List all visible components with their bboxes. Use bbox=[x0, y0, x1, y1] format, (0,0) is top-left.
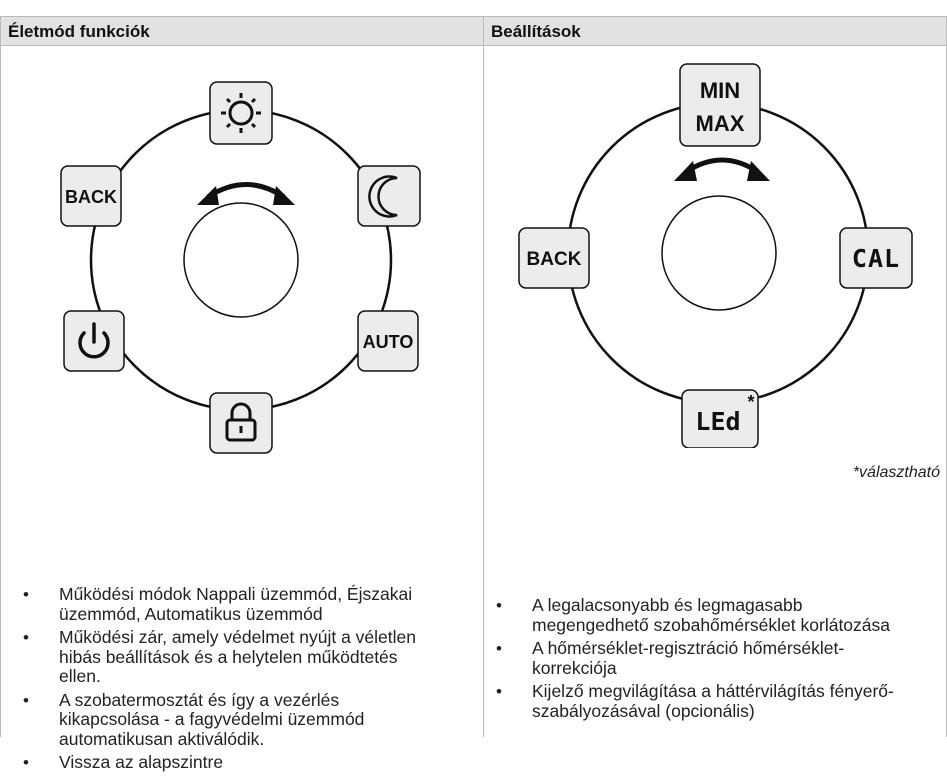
back-button[interactable]: BACK bbox=[518, 227, 590, 289]
bullet-item: A legalacsonyabb és legmagasabb megenged… bbox=[492, 595, 912, 635]
column-header-settings: Beállítások bbox=[484, 16, 946, 46]
rotate-arrows-icon bbox=[197, 182, 295, 205]
power-icon bbox=[78, 322, 110, 359]
led-optional-marker: * bbox=[747, 392, 754, 412]
bullet-item: Működési zár, amely védelmet nyújt a vél… bbox=[19, 627, 439, 687]
day-mode-button[interactable] bbox=[209, 81, 273, 145]
rotate-arrows-icon bbox=[674, 157, 770, 181]
min-max-button[interactable]: MIN MAX bbox=[679, 63, 761, 147]
sun-icon bbox=[221, 93, 261, 133]
bullet-item: A szobatermosztát és így a vezérlés kika… bbox=[19, 690, 439, 750]
settings-dial-diagram: MIN MAX BACK CAL LEd * bbox=[518, 63, 913, 448]
bullet-item: A hőmérséklet-regisztráció hőmérséklet-k… bbox=[492, 638, 912, 678]
back-label: BACK bbox=[527, 249, 582, 270]
power-button[interactable] bbox=[63, 310, 125, 372]
column-settings: Beállítások MIN MAX BACK bbox=[483, 16, 947, 737]
dial-knob bbox=[183, 202, 299, 318]
lock-icon bbox=[225, 402, 257, 442]
max-label: MAX bbox=[696, 111, 745, 136]
bullet-item: Kijelző megvilágítása a háttérvilágítás … bbox=[492, 681, 912, 721]
bullet-item: Működési módok Nappali üzemmód, Éjszakai… bbox=[19, 584, 439, 624]
moon-icon bbox=[368, 175, 398, 218]
bullet-item: Vissza az alapszintre bbox=[19, 752, 439, 773]
led-button[interactable]: LEd * bbox=[681, 389, 759, 448]
dial-knob bbox=[661, 195, 777, 311]
back-button[interactable]: BACK bbox=[60, 165, 122, 227]
column-lifestyle-functions: Életmód funkciók bbox=[0, 16, 484, 772]
lock-button[interactable] bbox=[209, 392, 273, 454]
back-label: BACK bbox=[65, 187, 117, 207]
led-label: LEd bbox=[695, 407, 740, 436]
auto-mode-button[interactable]: AUTO bbox=[357, 310, 419, 372]
lifestyle-dial-diagram: BACK AUTO bbox=[60, 81, 421, 454]
calibration-button[interactable]: CAL bbox=[839, 227, 913, 289]
lifestyle-bullet-list: Működési módok Nappali üzemmód, Éjszakai… bbox=[19, 584, 439, 777]
optional-note: *választható bbox=[852, 464, 940, 481]
auto-label: AUTO bbox=[363, 332, 414, 352]
page: Életmód funkciók bbox=[0, 0, 947, 737]
min-label: MIN bbox=[700, 78, 740, 103]
settings-bullet-list: A legalacsonyabb és legmagasabb megenged… bbox=[492, 595, 912, 725]
cal-label: CAL bbox=[852, 244, 900, 273]
column-header-lifestyle: Életmód funkciók bbox=[1, 16, 483, 46]
night-mode-button[interactable] bbox=[357, 165, 421, 227]
